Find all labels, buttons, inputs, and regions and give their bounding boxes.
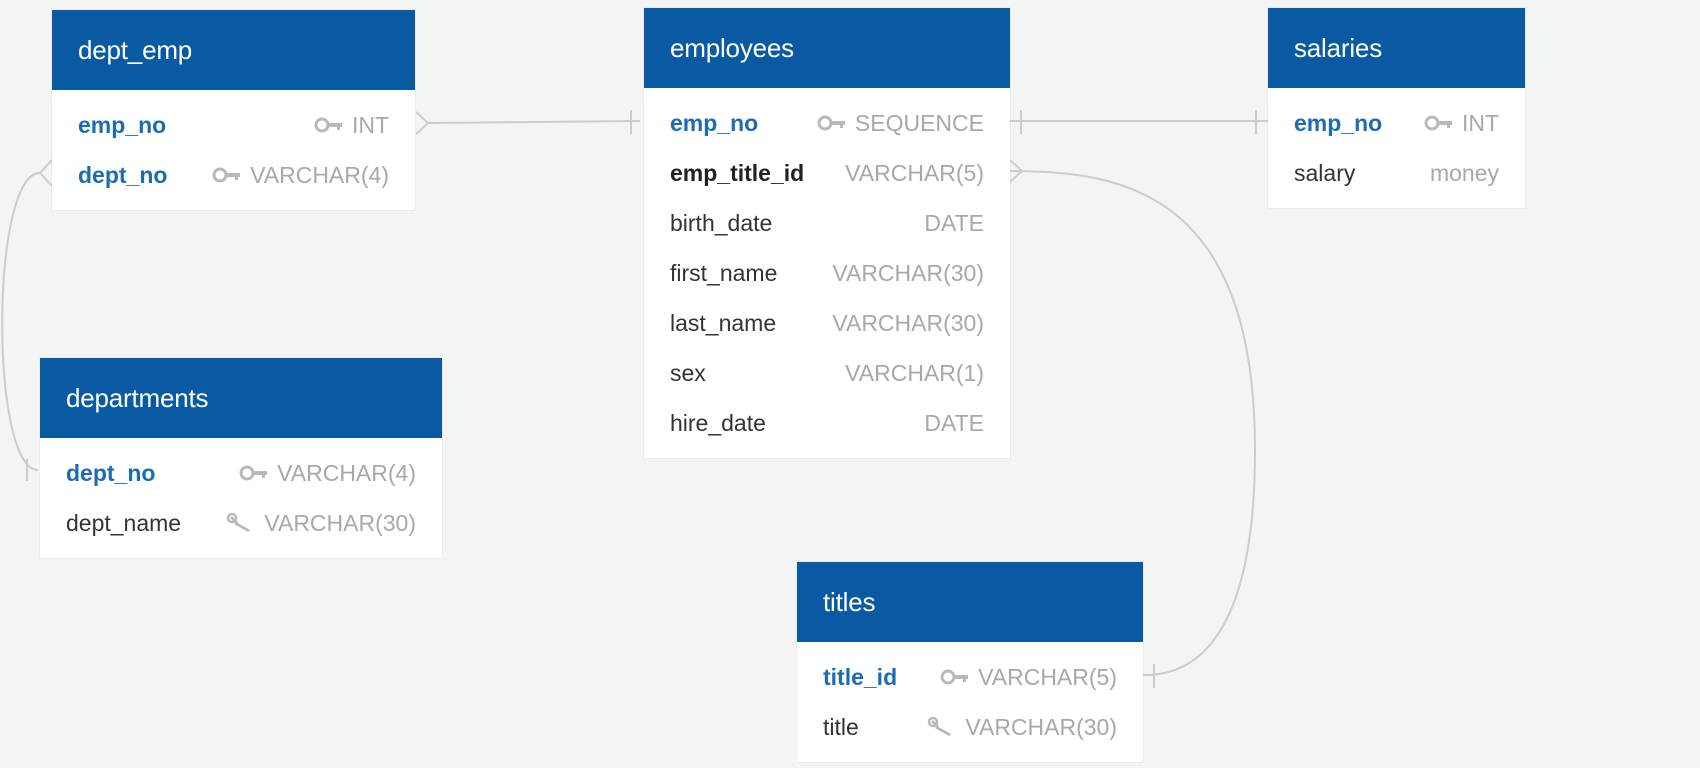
key-icon [940,669,969,685]
column-name: title_id [823,664,898,690]
column-type: VARCHAR(30) [965,714,1117,740]
wrench-icon [227,513,251,532]
column-name: first_name [670,260,778,286]
many-marker [1009,159,1024,183]
column-name: hire_date [670,410,766,436]
key-icon [239,465,268,481]
column-type: INT [351,112,389,138]
column-name: emp_no [1294,110,1383,136]
table-title[interactable]: departments [40,358,442,438]
table-titles[interactable]: titles title_id VARCHAR(5) title VARCHAR… [797,562,1143,762]
column-row[interactable]: birth_date DATE [644,198,1010,248]
column-type: INT [1461,110,1499,136]
key-icon [1424,115,1452,131]
column-row[interactable]: dept_name VARCHAR(30) [40,498,442,548]
column-row[interactable]: title VARCHAR(30) [797,702,1143,752]
column-name: emp_title_id [670,160,805,186]
column-row[interactable]: emp_no SEQUENCE [644,98,1010,148]
column-name: birth_date [670,210,773,236]
table-title[interactable]: titles [797,562,1143,642]
column-type: VARCHAR(30) [264,510,416,536]
column-name: dept_no [78,162,168,188]
column-type: SEQUENCE [854,110,984,136]
column-type: VARCHAR(30) [832,260,984,286]
column-name: emp_no [78,112,167,138]
column-name: sex [670,360,706,386]
column-row[interactable]: dept_no VARCHAR(4) [40,448,442,498]
column-type: DATE [924,410,984,436]
column-name: dept_no [66,460,156,486]
column-name: last_name [670,310,777,336]
column-row[interactable]: sex VARCHAR(1) [644,348,1010,398]
many-marker [415,111,430,135]
column-type: VARCHAR(5) [978,664,1117,690]
column-row[interactable]: emp_no INT [1268,98,1525,148]
column-row[interactable]: emp_title_id VARCHAR(5) [644,148,1010,198]
key-icon [314,117,342,133]
column-name: title [823,714,859,740]
column-type: VARCHAR(1) [845,360,984,386]
table-title[interactable]: salaries [1268,8,1525,88]
column-row[interactable]: salary money [1268,148,1525,198]
key-icon [817,115,845,131]
table-employees[interactable]: employees emp_no SEQUENCE emp_title_id V… [644,8,1010,458]
column-row[interactable]: first_name VARCHAR(30) [644,248,1010,298]
column-type: VARCHAR(4) [250,162,389,188]
column-type: VARCHAR(5) [845,160,984,186]
table-title[interactable]: dept_emp [52,10,415,90]
wrench-icon [928,717,952,736]
column-type: VARCHAR(30) [832,310,984,336]
link-deptemp-departments [1,172,41,471]
table-departments[interactable]: departments dept_no VARCHAR(4) dept_name… [40,358,442,558]
many-marker [38,159,53,187]
table-title[interactable]: employees [644,8,1010,88]
column-type: money [1429,160,1499,186]
column-row[interactable]: dept_no VARCHAR(4) [52,150,415,200]
column-name: emp_no [670,110,759,136]
column-name: salary [1294,160,1356,186]
column-type: VARCHAR(4) [277,460,416,486]
table-salaries[interactable]: salaries emp_no INT salary money [1268,8,1525,208]
key-icon [212,167,241,183]
column-row[interactable]: emp_no INT [52,100,415,150]
column-row[interactable]: last_name VARCHAR(30) [644,298,1010,348]
table-dept-emp[interactable]: dept_emp emp_no INT dept_no VARCHAR(4) [52,10,415,210]
column-row[interactable]: title_id VARCHAR(5) [797,652,1143,702]
link-deptemp-employees [427,120,641,124]
column-type: DATE [924,210,984,236]
column-name: dept_name [66,510,182,536]
column-row[interactable]: hire_date DATE [644,398,1010,448]
